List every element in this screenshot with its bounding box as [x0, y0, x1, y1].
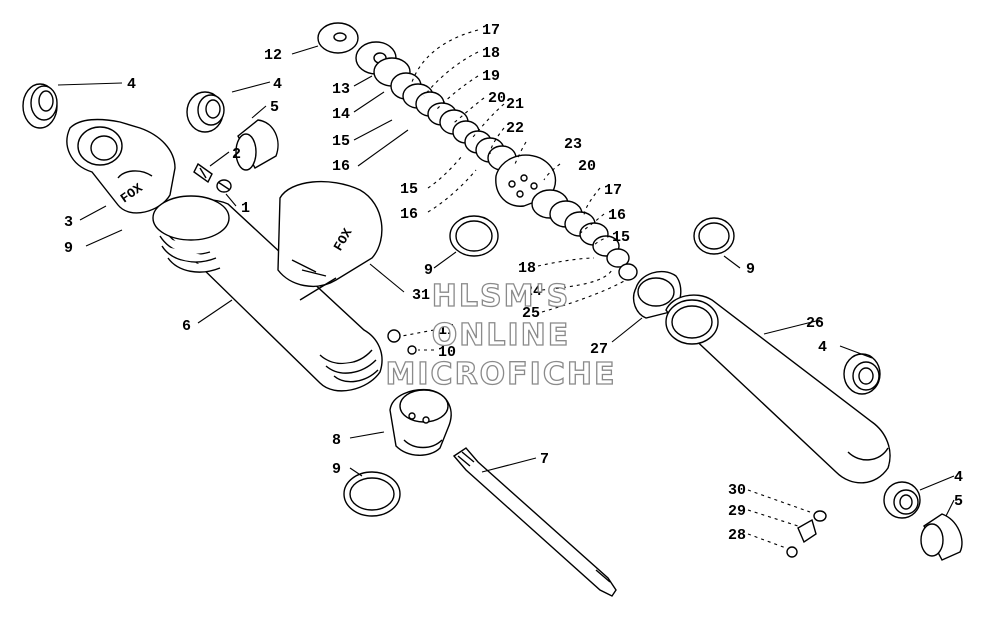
part-3-upper-eye: FOX	[66, 118, 176, 214]
callout-25: 25	[522, 305, 540, 322]
shim-stack-lower	[531, 189, 638, 281]
callout-5: 5	[270, 99, 279, 116]
part-9-seal-right	[693, 217, 735, 255]
callout-15: 15	[612, 229, 630, 246]
part-9-seal-lower-left	[343, 471, 401, 517]
part-4-bushing-upper-middle	[186, 91, 225, 133]
callout-22: 22	[506, 120, 524, 137]
part-28-cap	[786, 546, 798, 558]
part-6-shock-body	[152, 195, 383, 392]
callout-16: 16	[332, 158, 350, 175]
part-11-ball	[387, 329, 401, 343]
callout-17: 17	[604, 182, 622, 199]
callout-31: 31	[412, 287, 430, 304]
callout-4: 4	[127, 76, 136, 93]
callout-29: 29	[728, 503, 746, 520]
callout-24: 24	[524, 283, 542, 300]
callout-4: 4	[273, 76, 282, 93]
callout-12: 12	[264, 47, 282, 64]
part-1-fitting	[216, 179, 232, 193]
callout-10: 10	[438, 344, 456, 361]
part-5-sleeve-right	[920, 513, 963, 561]
part-10-ball	[407, 345, 417, 355]
callout-16: 16	[608, 207, 626, 224]
callout-4: 4	[954, 469, 963, 486]
callout-2: 2	[232, 146, 241, 163]
callout-20: 20	[488, 90, 506, 107]
callout-3: 3	[64, 214, 73, 231]
callout-17: 17	[482, 22, 500, 39]
callout-18: 18	[482, 45, 500, 62]
part-12-washer	[317, 22, 359, 54]
callout-14: 14	[332, 106, 350, 123]
callout-9: 9	[332, 461, 341, 478]
leader-lines	[57, 29, 955, 549]
callout-27: 27	[590, 341, 608, 358]
shim-stack-upper	[390, 72, 517, 171]
callout-21: 21	[506, 96, 524, 113]
part-5-sleeve-upper	[235, 119, 279, 171]
callout-9: 9	[64, 240, 73, 257]
callout-9: 9	[746, 261, 755, 278]
callout-1: 1	[241, 200, 250, 217]
callout-30: 30	[728, 482, 746, 499]
callout-11: 11	[438, 322, 456, 339]
watermark: HLSM'S ONLINE MICROFICHE	[385, 278, 617, 392]
callout-26: 26	[806, 315, 824, 332]
part-30-plug	[813, 510, 827, 522]
callout-15: 15	[332, 133, 350, 150]
callout-4: 4	[818, 339, 827, 356]
callout-16: 16	[400, 206, 418, 223]
callout-8: 8	[332, 432, 341, 449]
callout-18: 18	[518, 260, 536, 277]
callout-6: 6	[182, 318, 191, 335]
callout-labels: 4 4 5 2 1 3 9 6 12 13 14 15 16 17 18 19 …	[64, 22, 963, 544]
part-26-reservoir-body	[665, 294, 891, 484]
part-4-bushing-right-lower	[883, 481, 921, 519]
callout-9: 9	[424, 262, 433, 279]
part-29-valve-core	[797, 518, 817, 544]
part-8-piston	[389, 388, 452, 456]
callout-15: 15	[400, 181, 418, 198]
callout-13: 13	[332, 81, 350, 98]
callout-20: 20	[578, 158, 596, 175]
part-31-reservoir-cap: FOX	[277, 180, 383, 301]
part-4-bushing-upper-left	[22, 83, 58, 129]
part-4-bushing-right-upper	[843, 353, 881, 395]
callout-5: 5	[954, 493, 963, 510]
part-7-shaft	[452, 447, 617, 597]
watermark-line-3: MICROFICHE	[386, 357, 617, 392]
callout-7: 7	[540, 451, 549, 468]
watermark-line-1: HLSM'S	[432, 279, 570, 314]
callout-19: 19	[482, 68, 500, 85]
callout-23: 23	[564, 136, 582, 153]
watermark-line-2: ONLINE	[432, 318, 571, 353]
callout-28: 28	[728, 527, 746, 544]
part-9-seal-middle	[449, 215, 499, 257]
part-2-grease-fitting	[193, 162, 213, 184]
